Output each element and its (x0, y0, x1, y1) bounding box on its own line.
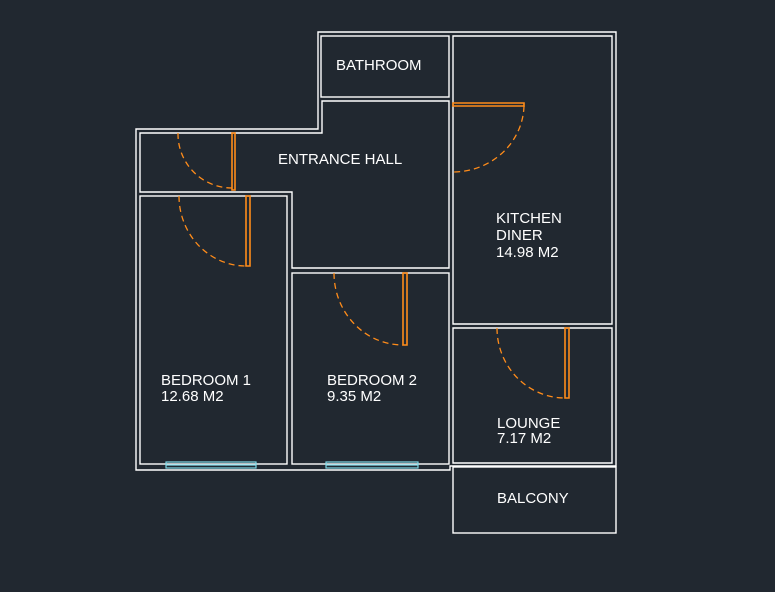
bedroom2-label: BEDROOM 2 (327, 372, 418, 389)
entrance-door-swing (177, 132, 233, 189)
kitchen-diner-area: 14.98 M2 (496, 244, 559, 261)
entrance-hall-walls (139, 100, 450, 269)
entrance-door-leaf (231, 132, 236, 191)
bedroom2-door-leaf (402, 272, 408, 346)
bedroom2-area: 9.35 M2 (327, 388, 382, 405)
balcony-walls (452, 466, 617, 534)
kitchen-diner-label-line2: DINER (496, 227, 543, 244)
lounge-walls (452, 327, 613, 464)
kitchen-walls (452, 35, 613, 325)
kitchen-door-swing (452, 105, 525, 173)
bedroom2-walls (291, 272, 450, 465)
kitchen-diner-label-line1: KITCHEN (496, 210, 562, 227)
bedroom2-door-swing (333, 272, 404, 346)
bedroom1-door-leaf (245, 195, 251, 267)
entrance-hall-label: ENTRANCE HALL (278, 151, 403, 168)
bathroom-walls (320, 35, 450, 98)
kitchen-door-leaf (452, 102, 525, 107)
lounge-area: 7.17 M2 (497, 430, 552, 447)
bedroom1-door-swing (178, 195, 247, 267)
bedroom1-walls (139, 195, 288, 465)
outer-wall (135, 31, 617, 471)
lounge-door-leaf (564, 327, 570, 399)
balcony-label: BALCONY (497, 490, 569, 507)
bathroom-label: BATHROOM (336, 57, 422, 74)
lounge-door-swing (496, 327, 566, 399)
bedroom1-area: 12.68 M2 (161, 388, 224, 405)
bedroom1-label: BEDROOM 1 (161, 372, 252, 389)
lounge-label: LOUNGE (497, 415, 561, 432)
